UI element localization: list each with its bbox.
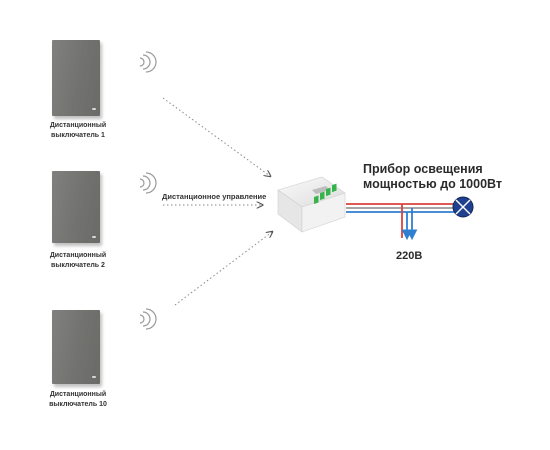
switch-panel-2 [52,171,100,243]
wireless-signal-icon-1 [139,51,157,73]
wireless-signal-icon-3 [139,308,157,330]
device-title-line1: Прибор освещения [363,162,483,176]
switch-caption-1: Дистанционный выключатель 1 [33,121,123,141]
signal-arrow-1 [162,97,270,176]
wireless-signal-icon-2 [139,172,157,194]
switch-indicator-10 [92,376,96,378]
lighting-device-title: Прибор освещения мощностью до 1000Вт [363,162,523,192]
voltage-label: 220В [396,250,423,262]
device-title-line2: мощностью до 1000Вт [363,177,503,191]
switch-indicator-2 [92,236,96,238]
switch-caption-line1: Дистанционный [49,252,107,259]
relay-receiver-module [277,176,346,233]
switch-caption-line1: Дистанционный [49,122,107,129]
lamp-icon [452,196,474,218]
switch-caption-line1: Дистанционный [49,391,107,398]
switch-panel-1 [52,40,100,116]
remote-control-label: Дистанционное управление [162,192,267,201]
switch-caption-10: Дистанционный выключатель 10 [33,390,123,410]
relay-terminal-block [314,183,337,204]
wiring [346,203,462,241]
switch-caption-line2: выключатель 10 [49,401,107,408]
signal-arrow-3 [174,232,272,306]
switch-caption-line2: выключатель 2 [51,262,105,269]
switch-caption-line2: выключатель 1 [51,132,105,139]
switch-panel-10 [52,310,100,384]
switch-indicator-1 [92,108,96,110]
switch-caption-2: Дистанционный выключатель 2 [33,251,123,271]
